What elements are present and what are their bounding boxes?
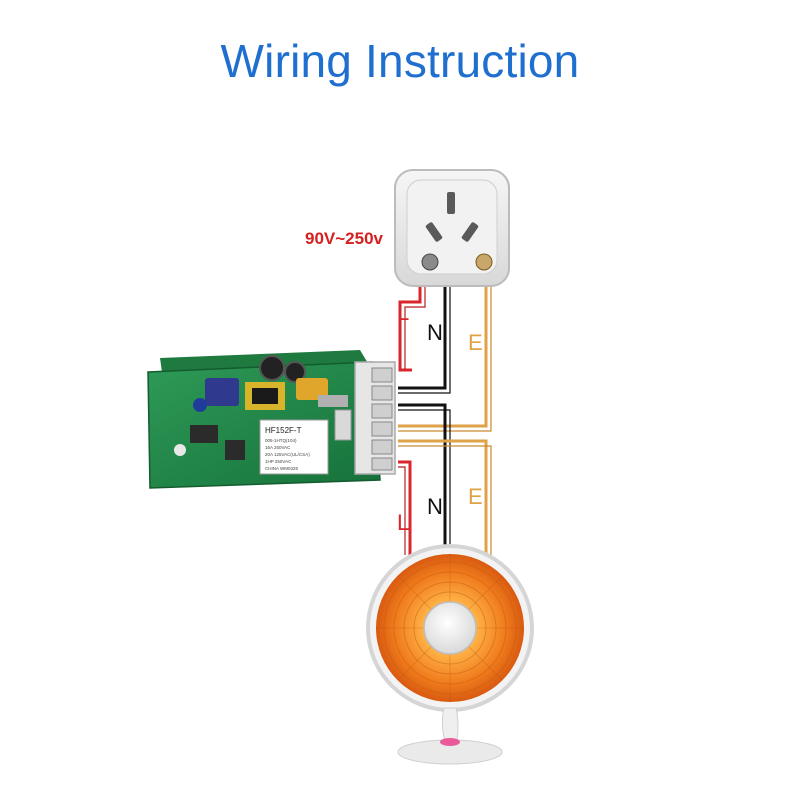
output-earth-wire [398,439,488,555]
input-earth-wire [398,282,488,428]
radiant-heater-icon [366,544,534,765]
input-earth-label: E [468,330,483,355]
output-live-wire [398,460,412,555]
input-earth-wire-outline [398,282,492,432]
relay-spec-line-2: 16A 250VAC [265,445,291,450]
relay-model-label: HF152F-T [265,426,302,435]
wall-socket-icon [394,169,510,287]
output-wires [398,403,492,555]
output-neutral-label: N [427,494,443,519]
terminal-block [354,361,396,475]
relay-spec-line-1: 005-1HTQ(104) [265,438,297,443]
output-neutral-wire-outline [398,409,451,555]
output-live-wire-outline [398,466,406,555]
output-neutral-wire [398,403,447,555]
relay-spec-line-4: 1HP 250VAC [265,459,292,464]
input-live-wire-outline [404,282,426,370]
input-neutral-wire [398,282,447,390]
page-title: Wiring Instruction [220,35,580,87]
relay: HF152F-T 005-1HTQ(104) 16A 250VAC 20A 12… [259,419,329,475]
input-neutral-label: N [427,320,443,345]
output-earth-label: E [468,484,483,509]
input-wires [398,282,492,432]
smart-switch-module: HF152F-T 005-1HTQ(104) 16A 250VAC 20A 12… [147,350,396,489]
output-earth-wire-outline [398,445,492,555]
output-live-label: L [397,510,410,535]
input-neutral-wire-outline [398,282,451,394]
relay-spec-line-5: CHINA WM0326 [265,466,299,471]
input-live-label: L [397,300,410,325]
input-live-wire [398,282,422,372]
relay-spec-line-3: 20A 125VAC(UL/CSA) [265,452,310,457]
voltage-label: 90V~250v [305,229,383,248]
